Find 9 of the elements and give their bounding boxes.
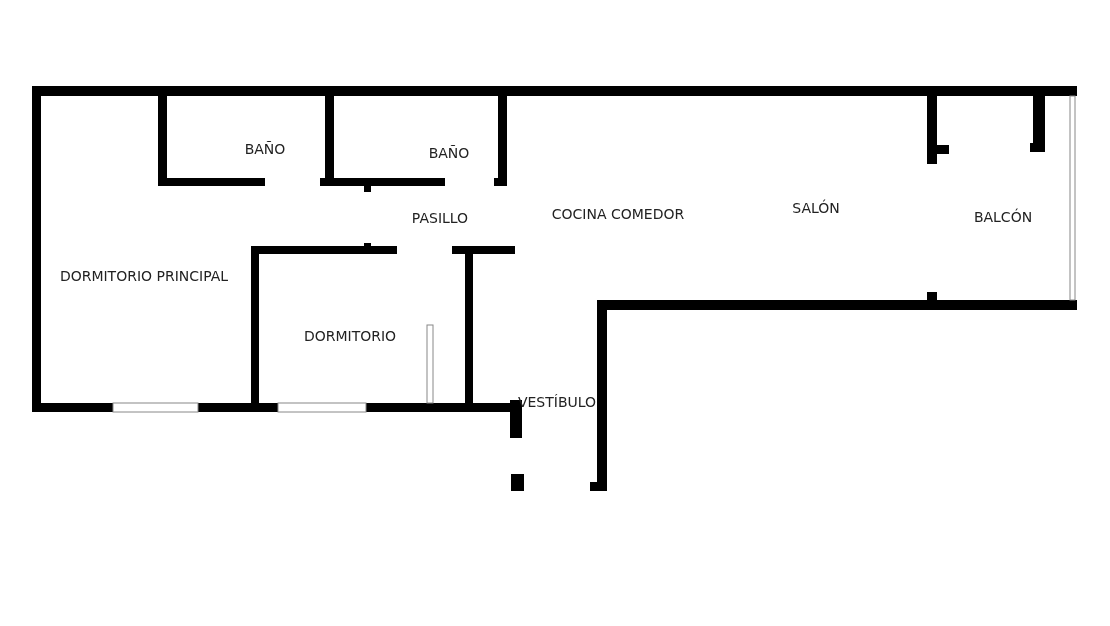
room-label: COCINA COMEDOR bbox=[551, 206, 685, 222]
room-label: PASILLO bbox=[411, 210, 469, 226]
room-label: DORMITORIO PRINCIPAL bbox=[59, 268, 229, 284]
room-label: BALCÓN bbox=[973, 209, 1033, 225]
room-label: BAÑO bbox=[428, 145, 470, 161]
room-label: SALÓN bbox=[792, 200, 840, 216]
room-label: DORMITORIO bbox=[303, 328, 397, 344]
room-label: VESTÍBULO bbox=[517, 394, 597, 410]
room-label: BAÑO bbox=[244, 141, 286, 157]
